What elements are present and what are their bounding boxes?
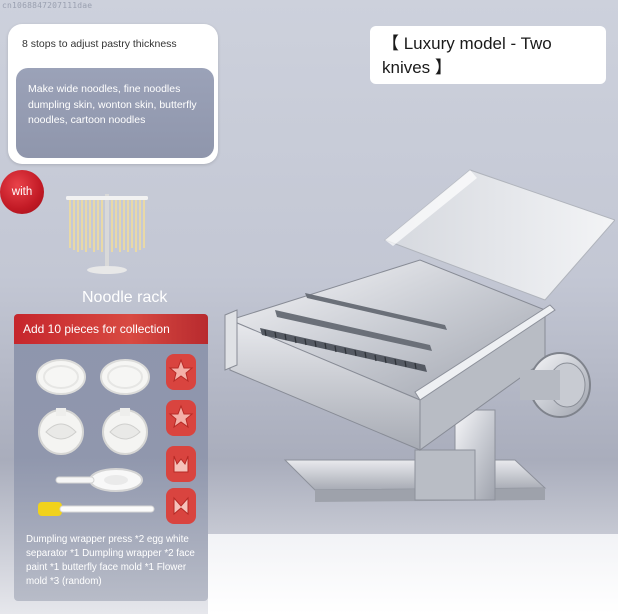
luxury-model-text: 【 Luxury model - Two knives 】 xyxy=(382,34,552,77)
star-mold-icon xyxy=(166,354,196,390)
floor-surface xyxy=(208,534,618,614)
watermark-text: cn1068847207111dae xyxy=(2,1,93,10)
thickness-info-card: 8 stops to adjust pastry thickness Make … xyxy=(8,24,218,164)
star-mold-icon xyxy=(166,400,196,436)
collection-header-text: Add 10 pieces for collection xyxy=(23,322,170,336)
thickness-stops-text: 8 stops to adjust pastry thickness xyxy=(22,38,177,50)
face-mold-icon xyxy=(166,446,196,482)
dumpling-press-ring-icon xyxy=(100,359,150,395)
accessory-collection-panel: Add 10 pieces for collection xyxy=(14,314,208,601)
butterfly-mold-icon xyxy=(166,488,196,524)
dumpling-wrapper-mold-icon xyxy=(38,408,84,455)
dumpling-wrapper-mold-icon xyxy=(102,408,148,455)
pastry-brush-icon xyxy=(38,502,155,516)
egg-separator-icon xyxy=(55,468,143,492)
dumpling-press-ring-icon xyxy=(36,359,86,395)
noodle-types-box: Make wide noodles, fine noodles dumpling… xyxy=(16,68,214,158)
pasta-machine-image xyxy=(224,169,615,502)
luxury-model-label: 【 Luxury model - Two knives 】 xyxy=(370,26,606,84)
noodle-types-text: Make wide noodles, fine noodles dumpling… xyxy=(28,83,197,126)
with-badge: with xyxy=(0,170,44,214)
noodle-rack-label: Noodle rack xyxy=(82,289,168,306)
collection-header: Add 10 pieces for collection xyxy=(14,314,208,344)
collection-description: Dumpling wrapper press *2 egg white sepa… xyxy=(26,534,195,587)
noodle-rack-image xyxy=(66,194,148,274)
